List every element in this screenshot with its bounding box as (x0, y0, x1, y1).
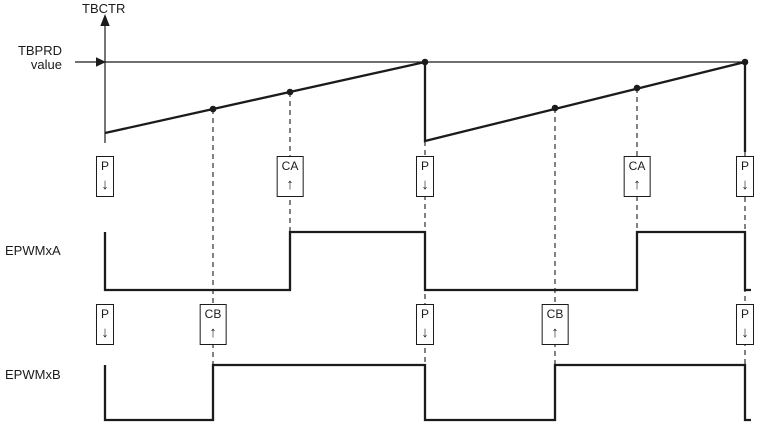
event-box-p: P ↓ (415, 304, 435, 345)
up-arrow-icon: ↑ (286, 176, 294, 193)
down-arrow-icon: ↓ (741, 324, 749, 341)
event-box-p: P ↓ (95, 304, 115, 345)
event-box-p: P ↓ (735, 156, 755, 197)
up-arrow-icon: ↑ (633, 176, 641, 193)
event-label: CA (628, 159, 646, 173)
tbprd-label: TBPRD value (4, 44, 62, 72)
event-label: P (420, 159, 430, 173)
event-box-ca: CA ↑ (623, 156, 651, 197)
epwmxb-waveform (103, 363, 751, 422)
down-arrow-icon: ↓ (101, 176, 109, 193)
event-box-p: P ↓ (415, 156, 435, 197)
event-label: P (740, 307, 750, 321)
tbprd-label-line1: TBPRD (17, 43, 62, 58)
event-label: P (100, 307, 110, 321)
axis-arrow-icon (100, 14, 110, 26)
event-box-cb: CB ↑ (541, 304, 569, 345)
event-box-ca: CA ↑ (276, 156, 304, 197)
tbctr-sawtooth-waveform (104, 60, 747, 152)
down-arrow-icon: ↓ (101, 324, 109, 341)
event-label: P (740, 159, 750, 173)
counter-dot (633, 84, 641, 92)
up-arrow-icon: ↑ (551, 324, 559, 341)
up-arrow-icon: ↑ (209, 324, 217, 341)
counter-dot (421, 58, 429, 66)
event-box-p: P ↓ (95, 156, 115, 197)
counter-dot (209, 105, 217, 113)
counter-dot (286, 88, 294, 96)
epwmxb-label: EPWMxB (5, 367, 61, 382)
event-label: CA (281, 159, 299, 173)
epwmxa-label: EPWMxA (5, 243, 61, 258)
tbctr-axis-label: TBCTR (82, 1, 126, 16)
counter-dot (741, 58, 749, 66)
tbprd-arrow-icon (96, 57, 106, 67)
counter-dot (551, 104, 559, 112)
event-box-cb: CB ↑ (199, 304, 227, 345)
event-label: P (420, 307, 430, 321)
event-label: CB (546, 307, 564, 321)
event-label: P (100, 159, 110, 173)
event-box-p: P ↓ (735, 304, 755, 345)
down-arrow-icon: ↓ (421, 324, 429, 341)
down-arrow-icon: ↓ (421, 176, 429, 193)
epwmxa-waveform (103, 230, 751, 292)
event-label: CB (204, 307, 222, 321)
tbprd-label-line2: value (30, 57, 62, 72)
down-arrow-icon: ↓ (741, 176, 749, 193)
